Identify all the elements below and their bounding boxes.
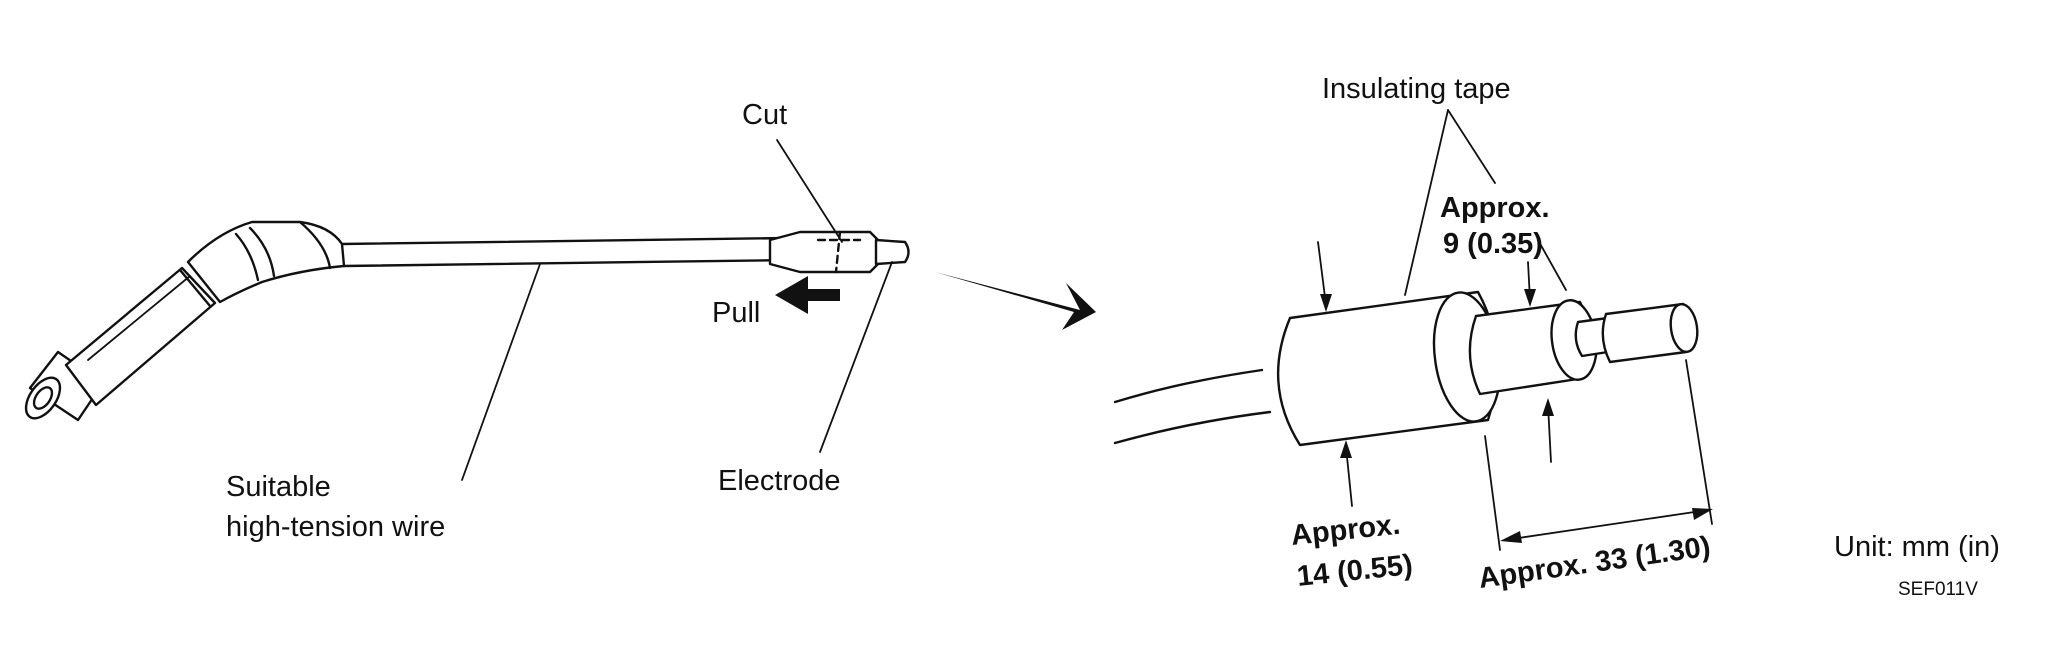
wire-label-line1: Suitable xyxy=(226,471,331,503)
detail-view xyxy=(1113,109,1713,551)
wire-label-line2: high-tension wire xyxy=(226,511,445,543)
wire-assembly xyxy=(24,139,910,481)
cut-label: Cut xyxy=(742,99,787,131)
dimension-33-arrows xyxy=(1484,359,1713,551)
boot-tube xyxy=(64,260,224,407)
transition-arrow-icon xyxy=(935,272,1096,330)
detail-wire xyxy=(1113,368,1272,445)
unit-label: Unit: mm (in) xyxy=(1834,531,2000,563)
dimension-9-arrows xyxy=(1524,239,1567,463)
dimension-14-arrows xyxy=(1317,241,1353,507)
figure-code: SEF011V xyxy=(1898,579,1978,600)
boot-elbow xyxy=(186,220,346,304)
boot-end-cap xyxy=(24,350,105,422)
approx-14-label-line2: 14 (0.55) xyxy=(1295,549,1414,593)
electrode-label: Electrode xyxy=(718,465,841,497)
terminal-electrode xyxy=(768,230,910,274)
tape-leader-line-left xyxy=(1404,109,1449,296)
tape-leader-line-right xyxy=(1447,109,1496,184)
insulating-tape-label: Insulating tape xyxy=(1322,73,1511,105)
approx-14-label-line1: Approx. xyxy=(1289,509,1401,552)
pull-arrow-icon xyxy=(775,276,840,314)
detail-electrode-tip xyxy=(1574,302,1699,364)
approx-9-label-line2: 9 (0.35) xyxy=(1443,228,1543,260)
electrode-leader-line xyxy=(819,261,893,453)
wire-leader-line xyxy=(461,263,541,481)
approx-9-label-line1: Approx. xyxy=(1440,192,1550,224)
cut-leader-line xyxy=(776,139,843,243)
pull-label: Pull xyxy=(712,297,760,329)
high-tension-wire xyxy=(340,236,794,268)
